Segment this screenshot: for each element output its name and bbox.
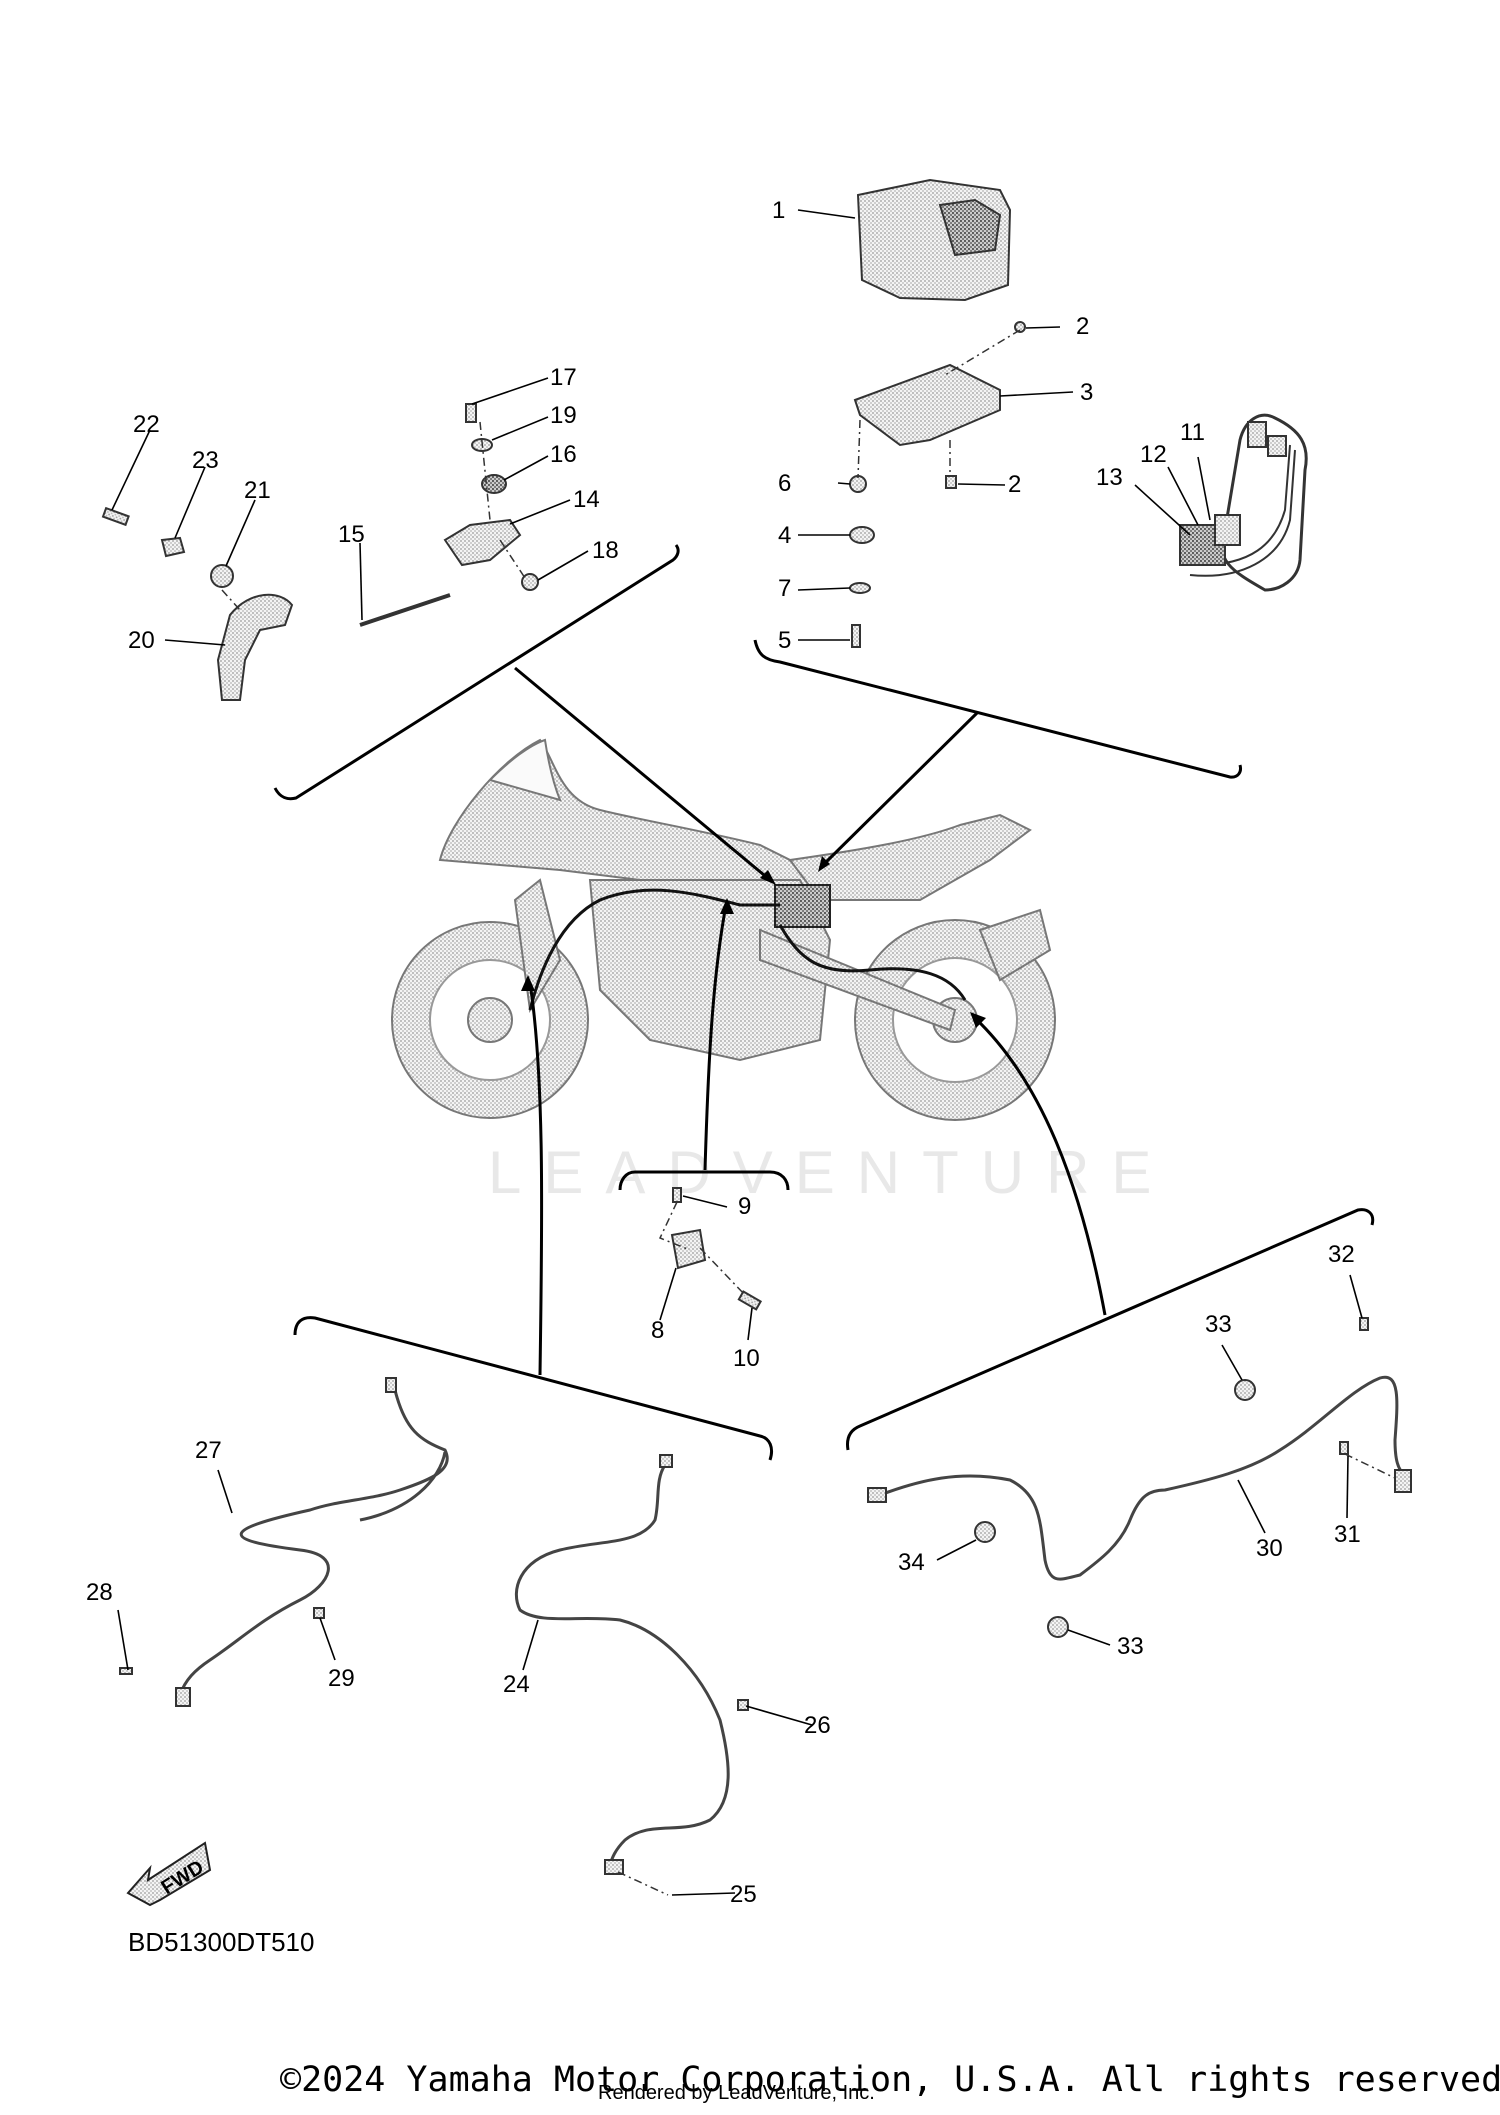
lead-30 (879, 1375, 1406, 1581)
arrow-head (760, 870, 776, 885)
callout-28: 28 (86, 1579, 113, 1606)
callout-16: 16 (550, 441, 577, 468)
bolt-9 (672, 1187, 682, 1203)
callout-2-lower: 2 (1008, 471, 1021, 498)
sensor-25 (604, 1859, 624, 1875)
callout-8: 8 (651, 1317, 664, 1344)
arrow-head (521, 975, 535, 991)
callout-15: 15 (338, 521, 365, 548)
callout-20: 20 (128, 627, 155, 654)
arrow-head (970, 1012, 986, 1028)
upper-left-parts-group (101, 403, 539, 701)
lead-24 (514, 1464, 730, 1866)
bolt-17 (465, 403, 477, 423)
nut-21 (210, 564, 234, 588)
callout-33-upper: 33 (1205, 1311, 1232, 1338)
callout-7: 7 (778, 575, 791, 602)
callout-23: 23 (192, 447, 219, 474)
callout-12: 12 (1140, 441, 1167, 468)
callout-19: 19 (550, 402, 577, 429)
callout-13: 13 (1096, 464, 1123, 491)
callout-30: 30 (1256, 1535, 1283, 1562)
leader-lines (111, 209, 1363, 1896)
rendered-by-note: Rendered by LeadVenture, Inc. (598, 2082, 875, 2104)
callout-25: 25 (730, 1881, 757, 1908)
nut-6 (849, 475, 867, 493)
callout-33-lower: 33 (1117, 1633, 1144, 1660)
motorcycle-illustration (391, 738, 1056, 1121)
screw-22 (101, 506, 130, 527)
bolt-2-lower (945, 475, 957, 489)
callout-21: 21 (244, 477, 271, 504)
damper-16 (481, 474, 507, 494)
bracket-14 (443, 518, 522, 567)
grommet-34 (974, 1521, 996, 1543)
callout-10: 10 (733, 1345, 760, 1372)
nut-18 (521, 573, 539, 591)
collar-7 (849, 582, 871, 594)
figure-code: BD51300DT510 (128, 1927, 315, 1957)
callout-numbers: 1 2 3 6 2 4 7 5 11 12 13 17 19 16 14 15 … (86, 197, 1361, 1908)
callout-1: 1 (772, 197, 785, 224)
pointer-arrows (514, 666, 1107, 1376)
connector-end (867, 1487, 887, 1503)
screw-28 (119, 1667, 133, 1675)
callout-31: 31 (1334, 1521, 1361, 1548)
callout-2-upper: 2 (1076, 313, 1089, 340)
abs-unit-on-bike (774, 884, 831, 928)
grommet-4 (849, 526, 875, 544)
callout-26: 26 (804, 1712, 831, 1739)
callout-29: 29 (328, 1665, 355, 1692)
callout-11: 11 (1180, 419, 1205, 446)
callout-18: 18 (592, 537, 619, 564)
grommet-33-lower (1047, 1616, 1069, 1638)
callout-6: 6 (778, 470, 791, 497)
arrow-head (720, 898, 734, 914)
callout-14: 14 (573, 486, 600, 513)
clip-29 (313, 1607, 325, 1619)
bolt-10 (737, 1290, 763, 1311)
sensor-31 (1394, 1469, 1412, 1493)
bracket-20 (216, 593, 294, 701)
brake-line-on-bike (528, 888, 967, 1011)
abs-parts-group (849, 178, 1026, 648)
bracket-8 (670, 1228, 707, 1270)
clamp-23 (160, 536, 186, 558)
bolt-5 (851, 624, 861, 648)
callout-22: 22 (133, 411, 160, 438)
callout-32: 32 (1328, 1241, 1355, 1268)
callout-4: 4 (778, 522, 791, 549)
harness-bracket-group (1179, 413, 1308, 592)
clip-26 (737, 1699, 749, 1711)
callout-5: 5 (778, 627, 791, 654)
callout-3: 3 (1080, 379, 1093, 406)
callout-27: 27 (195, 1437, 222, 1464)
sensor-plug-28 (175, 1687, 191, 1707)
bolt-15 (359, 593, 451, 627)
callout-24: 24 (503, 1671, 530, 1698)
center-parts-group (670, 1187, 763, 1311)
callout-34: 34 (898, 1549, 925, 1576)
callout-9: 9 (738, 1193, 751, 1220)
screw-32 (1359, 1317, 1369, 1331)
bolt-2-upper (1014, 321, 1026, 333)
fwd-arrow-icon: FWD (126, 1841, 212, 1907)
seat-tail (788, 813, 1032, 901)
lead-27 (178, 1389, 449, 1696)
grommet-33-upper (1234, 1379, 1256, 1401)
abs-bracket (853, 363, 1001, 447)
front-sensor-leads (178, 1389, 730, 1866)
rear-sensor-lead (879, 1375, 1406, 1581)
group-brackets (273, 544, 1375, 1461)
copyright-notice: ©2024 Yamaha Motor Corporation, U.S.A. A… (280, 2060, 1500, 2100)
callout-17: 17 (550, 364, 577, 391)
watermark-text: LEADVENTURE (488, 1139, 1174, 1206)
arrow-head (818, 856, 830, 872)
